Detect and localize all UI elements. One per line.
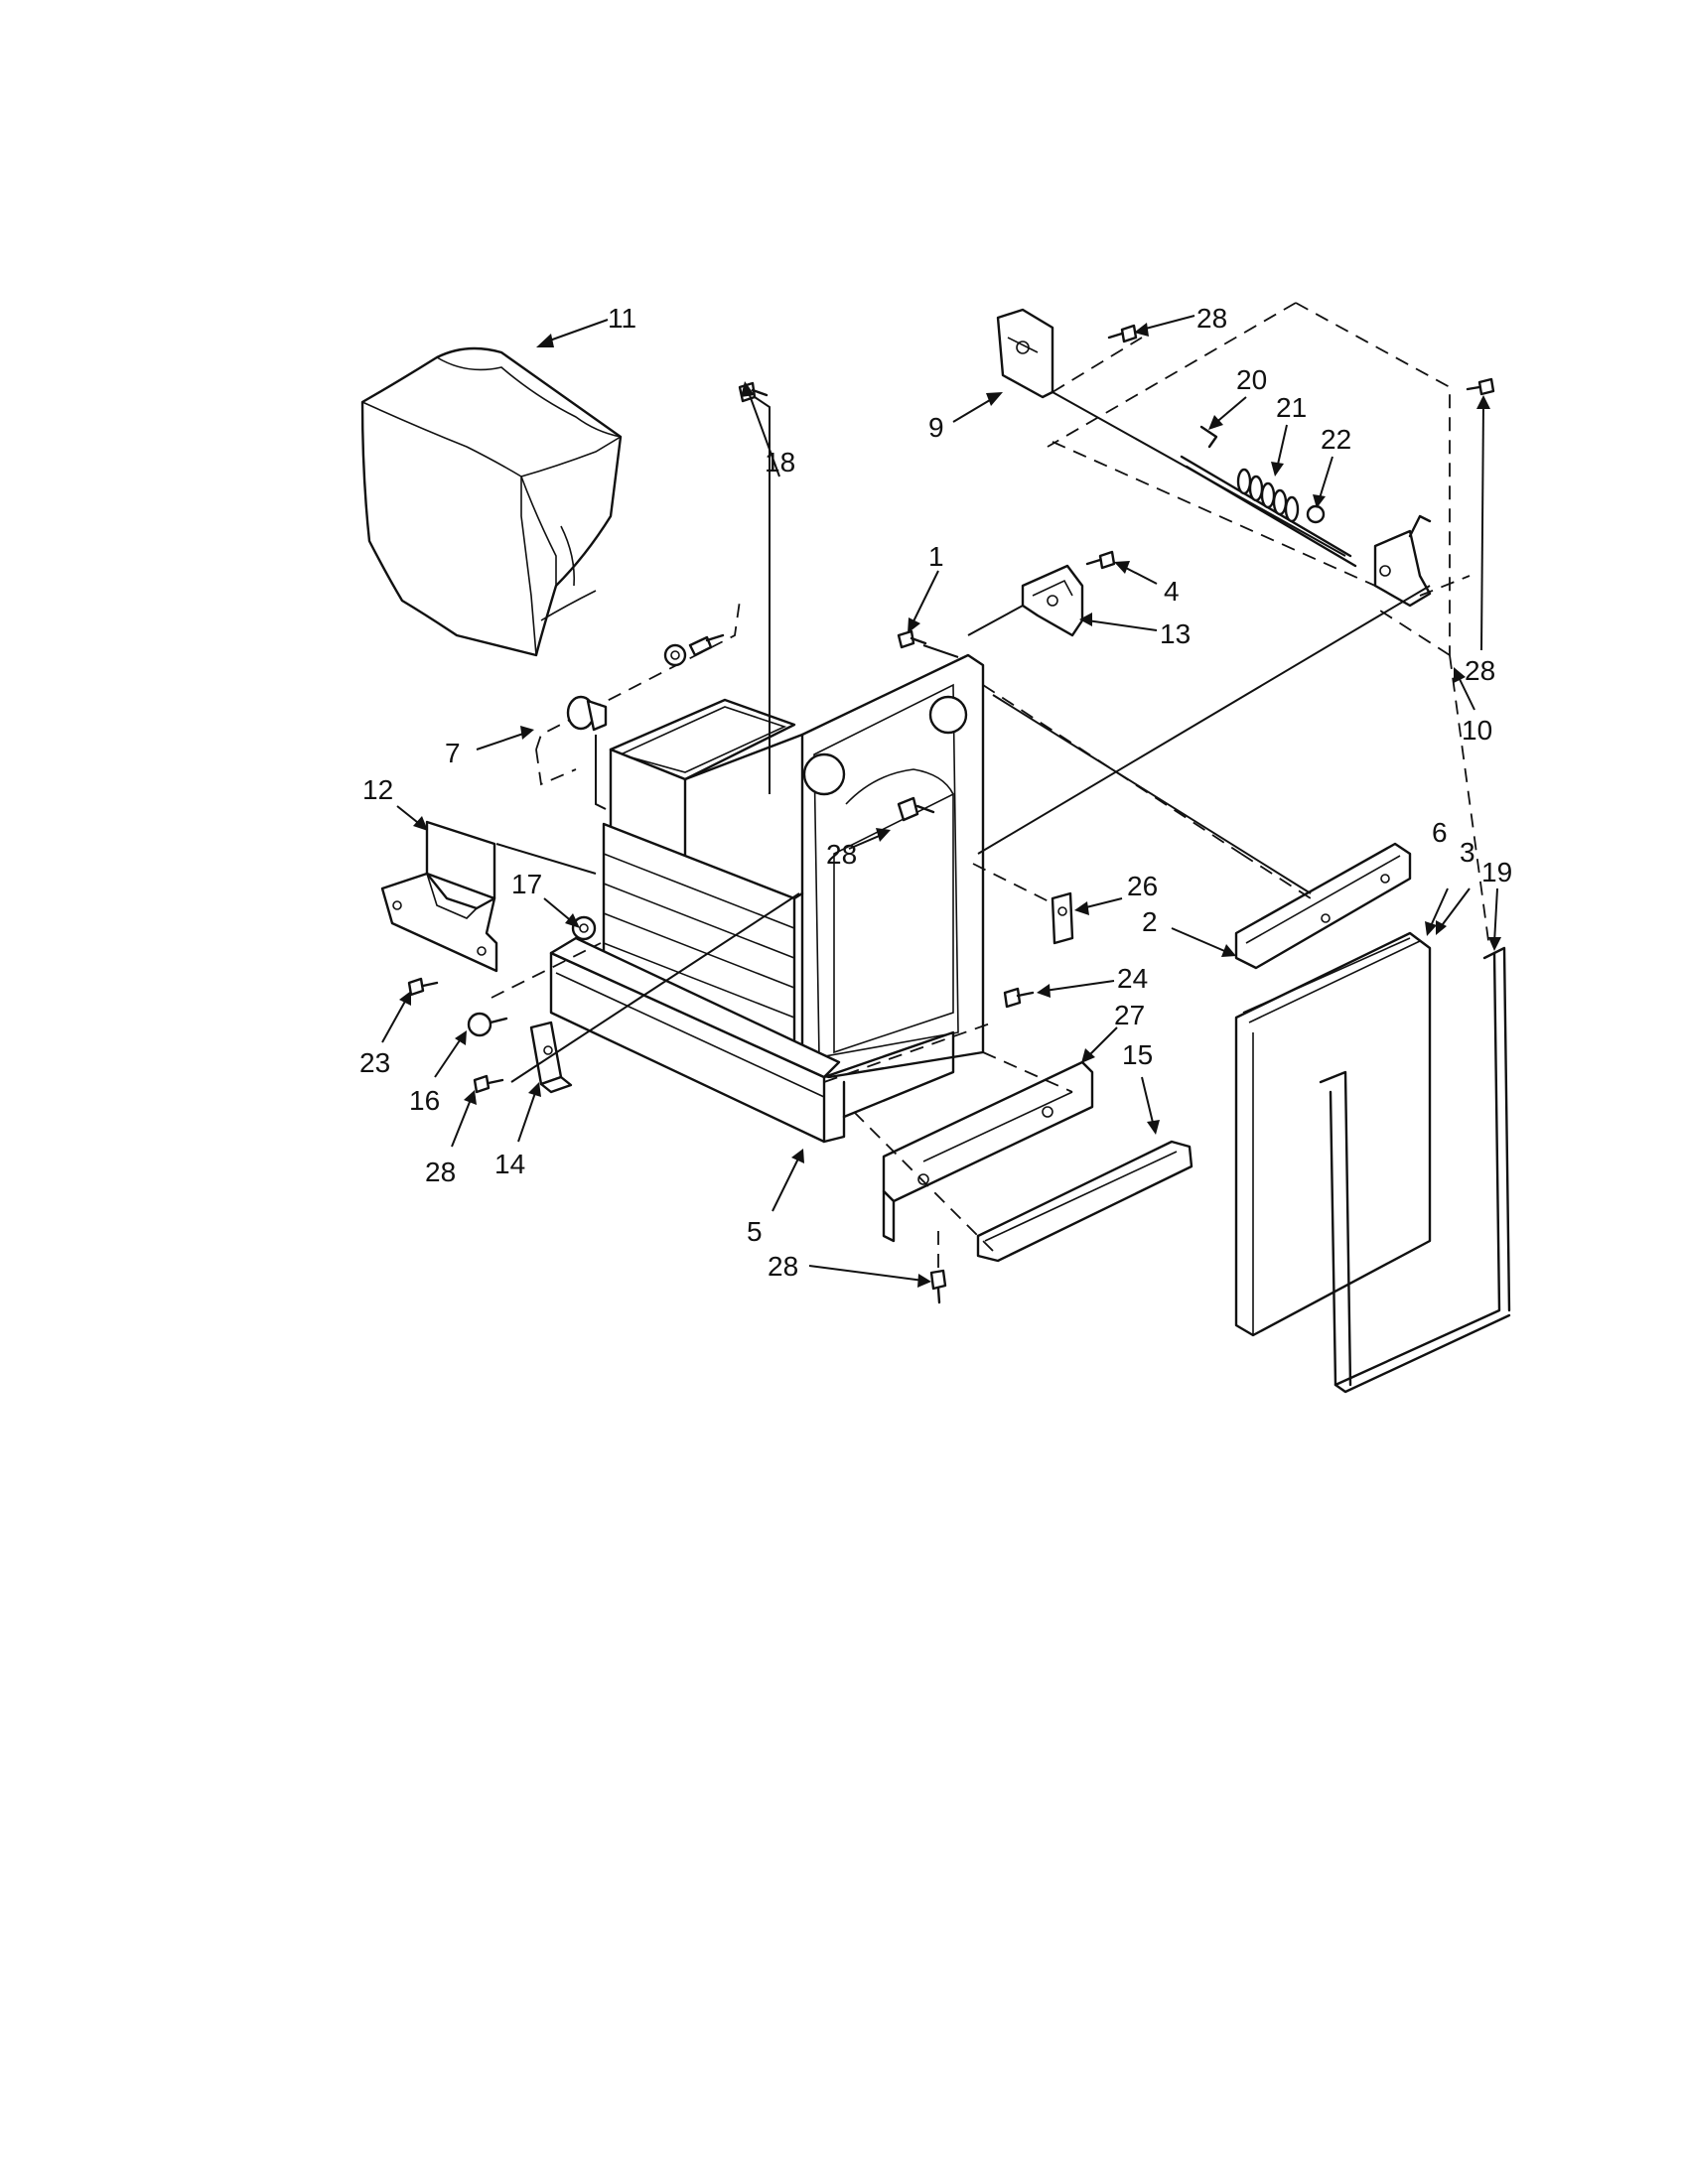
callout-14: 14 — [494, 1149, 525, 1179]
door-top-trim — [1234, 842, 1412, 970]
callout-19: 19 — [1481, 857, 1512, 887]
callout-labels: 11 18 1 28 9 20 21 22 4 13 28 10 7 12 28… — [359, 303, 1512, 1282]
callout-20: 20 — [1236, 364, 1267, 395]
callout-28: 28 — [1465, 655, 1495, 686]
knob-assembly-group — [535, 600, 741, 786]
callout-13: 13 — [1160, 618, 1191, 649]
callout-3: 3 — [1460, 837, 1475, 868]
callout-28: 28 — [768, 1251, 798, 1282]
callout-18: 18 — [765, 447, 795, 478]
callout-12: 12 — [362, 774, 393, 805]
callout-27: 27 — [1114, 1000, 1145, 1030]
callout-4: 4 — [1164, 576, 1180, 607]
callout-16: 16 — [409, 1085, 440, 1116]
small-bracket — [529, 1021, 573, 1094]
hinge-rod-assembly — [1180, 425, 1432, 608]
door-gasket — [1319, 946, 1511, 1394]
callout-17: 17 — [511, 869, 542, 899]
assembly-lines — [491, 302, 1490, 1271]
callout-5: 5 — [747, 1216, 763, 1247]
callout-6: 6 — [1432, 817, 1448, 848]
callout-22: 22 — [1321, 424, 1351, 455]
callout-2: 2 — [1142, 906, 1158, 937]
callout-11: 11 — [608, 303, 636, 334]
top-hinge — [996, 308, 1054, 399]
callout-9: 9 — [928, 412, 944, 443]
callout-28: 28 — [826, 839, 857, 870]
callout-28: 28 — [1196, 303, 1227, 334]
callout-21: 21 — [1276, 392, 1307, 423]
bin-liner-bag — [360, 346, 623, 657]
door-handle — [976, 1140, 1193, 1263]
callout-15: 15 — [1122, 1039, 1153, 1070]
callout-1: 1 — [928, 541, 944, 572]
hinge-bracket — [1021, 564, 1084, 637]
callout-23: 23 — [359, 1047, 390, 1078]
callout-10: 10 — [1462, 715, 1492, 746]
screws — [407, 324, 1495, 1304]
callout-24: 24 — [1117, 963, 1148, 994]
callout-28: 28 — [425, 1157, 456, 1187]
callout-7: 7 — [445, 738, 461, 768]
callout-arrows — [381, 315, 1501, 1288]
door-panel — [1234, 931, 1432, 1337]
bracket-plate — [380, 820, 498, 973]
callout-26: 26 — [1127, 871, 1158, 901]
cabinet-frame — [549, 653, 985, 1144]
